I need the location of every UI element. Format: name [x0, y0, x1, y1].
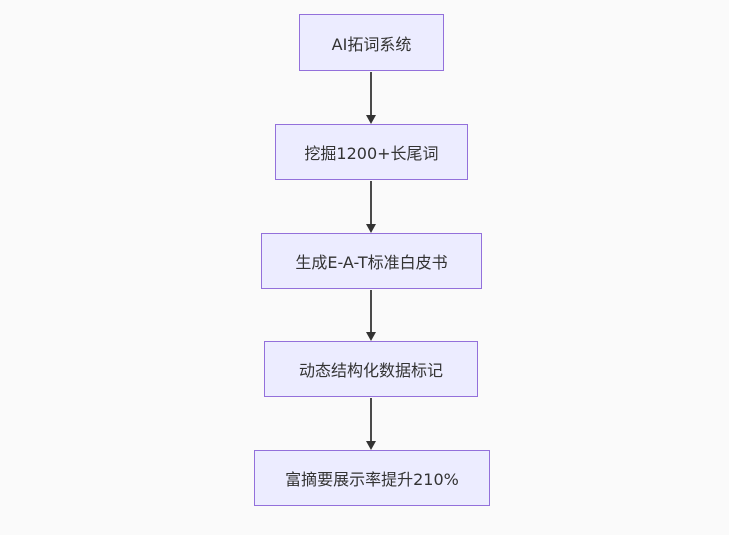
arrow-line	[370, 72, 372, 116]
flow-node-longtail-keywords: 挖掘1200+长尾词	[275, 124, 468, 180]
flow-arrow-down-icon	[366, 72, 376, 124]
arrowhead-icon	[366, 332, 376, 341]
flow-node-label: AI拓词系统	[331, 34, 412, 54]
flow-arrow-down-icon	[366, 290, 376, 341]
arrowhead-icon	[366, 115, 376, 124]
flow-node-eat-whitepaper: 生成E-A-T标准白皮书	[261, 233, 482, 289]
arrowhead-icon	[366, 224, 376, 233]
arrowhead-icon	[366, 441, 376, 450]
flow-node-structured-data-markup: 动态结构化数据标记	[264, 341, 478, 397]
arrow-line	[370, 398, 372, 442]
arrow-line	[370, 290, 372, 333]
flow-node-ai-keyword-system: AI拓词系统	[299, 14, 444, 71]
flow-node-rich-snippet-rate: 富摘要展示率提升210%	[254, 450, 490, 506]
flow-node-label: 动态结构化数据标记	[298, 361, 443, 380]
flow-node-label: 生成E-A-T标准白皮书	[295, 253, 448, 272]
flow-arrow-down-icon	[366, 181, 376, 233]
flow-node-label: 富摘要展示率提升210%	[285, 470, 459, 489]
flow-node-label: 挖掘1200+长尾词	[304, 144, 439, 163]
arrow-line	[370, 181, 372, 225]
flow-arrow-down-icon	[366, 398, 376, 450]
